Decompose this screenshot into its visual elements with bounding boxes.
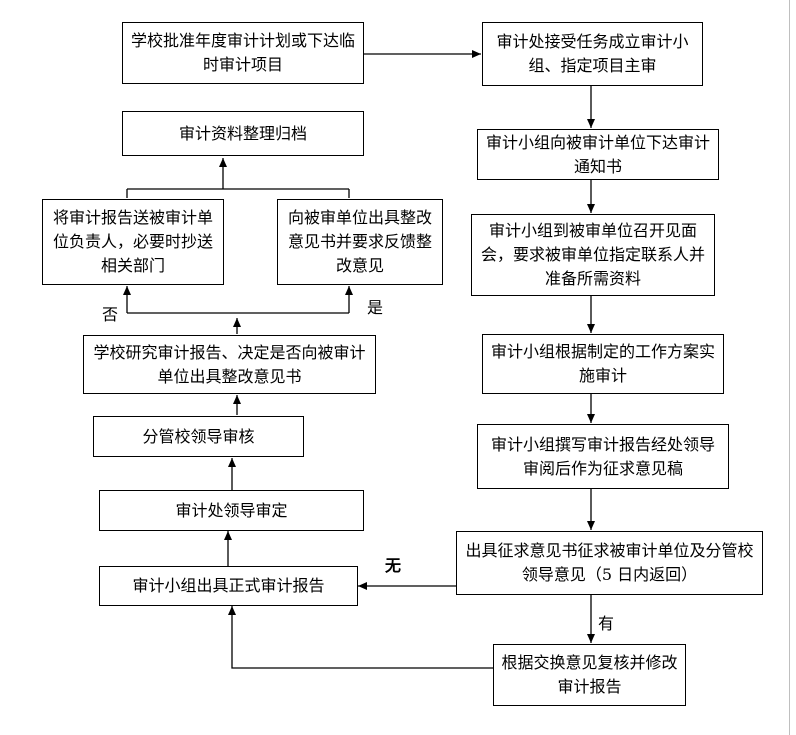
node-meeting: 审计小组到被审单位召开见面会，要求被审单位指定联系人并准备所需资料 xyxy=(471,214,715,296)
node-formal-report-text: 审计小组出具正式审计报告 xyxy=(132,576,325,595)
node-issue-notice: 审计小组向被审计单位下达审计通知书 xyxy=(477,129,719,180)
node-revise-text: 根据交换意见复核并修改审计报告 xyxy=(501,653,678,696)
node-school-study-text: 学校研究审计报告、决定是否向被审计单位出具整改意见书 xyxy=(93,342,366,386)
label-none: 无 xyxy=(385,556,402,575)
node-solicit-text: 出具征求意见书征求被审计单位及分管校领导意见（5 日内返回） xyxy=(465,541,754,584)
node-send-report-text: 将审计报告送被审计单位负责人，必要时抄送相关部门 xyxy=(52,208,213,275)
node-draft-report: 审计小组撰写审计报告经处领导审阅后作为征求意见稿 xyxy=(477,424,729,489)
node-send-report: 将审计报告送被审计单位负责人，必要时抄送相关部门 xyxy=(42,199,224,285)
node-draft-report-text: 审计小组撰写审计报告经处领导审阅后作为征求意见稿 xyxy=(490,434,715,478)
node-rectify-notice: 向被审单位出具整改意见书并要求反馈整改意见 xyxy=(277,199,443,285)
node-dept-leader-approve-text: 审计处领导审定 xyxy=(175,500,288,520)
label-yes: 是 xyxy=(367,298,384,317)
node-accept-task: 审计处接受任务成立审计小组、指定项目主审 xyxy=(482,22,703,86)
node-implement-text: 审计小组根据制定的工作方案实施审计 xyxy=(490,342,715,385)
node-accept-task-text: 审计处接受任务成立审计小组、指定项目主审 xyxy=(496,32,689,75)
arrow-revise-to-formal xyxy=(228,606,493,669)
node-formal-report: 审计小组出具正式审计报告 xyxy=(99,566,358,606)
node-dept-leader-approve: 审计处领导审定 xyxy=(99,490,364,531)
node-archive: 审计资料整理归档 xyxy=(122,111,364,156)
node-rectify-notice-text: 向被审单位出具整改意见书并要求反馈整改意见 xyxy=(287,208,432,275)
node-issue-notice-text: 审计小组向被审计单位下达审计通知书 xyxy=(485,132,710,176)
node-archive-text: 审计资料整理归档 xyxy=(178,123,307,143)
node-school-study: 学校研究审计报告、决定是否向被审计单位出具整改意见书 xyxy=(83,335,376,394)
node-vice-leader-review-text: 分管校领导审核 xyxy=(142,426,255,446)
node-implement: 审计小组根据制定的工作方案实施审计 xyxy=(482,334,724,394)
node-solicit: 出具征求意见书征求被审计单位及分管校领导意见（5 日内返回） xyxy=(456,531,763,595)
page-edge-line xyxy=(789,0,790,735)
node-school-plan-text: 学校批准年度审计计划或下达临时审计项目 xyxy=(130,31,355,74)
label-has: 有 xyxy=(598,614,615,633)
node-revise: 根据交换意见复核并修改审计报告 xyxy=(493,644,686,706)
node-vice-leader-review: 分管校领导审核 xyxy=(93,416,304,457)
node-school-plan: 学校批准年度审计计划或下达临时审计项目 xyxy=(122,22,364,84)
label-no: 否 xyxy=(102,305,119,324)
node-meeting-text: 审计小组到被审单位召开见面会，要求被审单位指定联系人并准备所需资料 xyxy=(480,221,705,288)
